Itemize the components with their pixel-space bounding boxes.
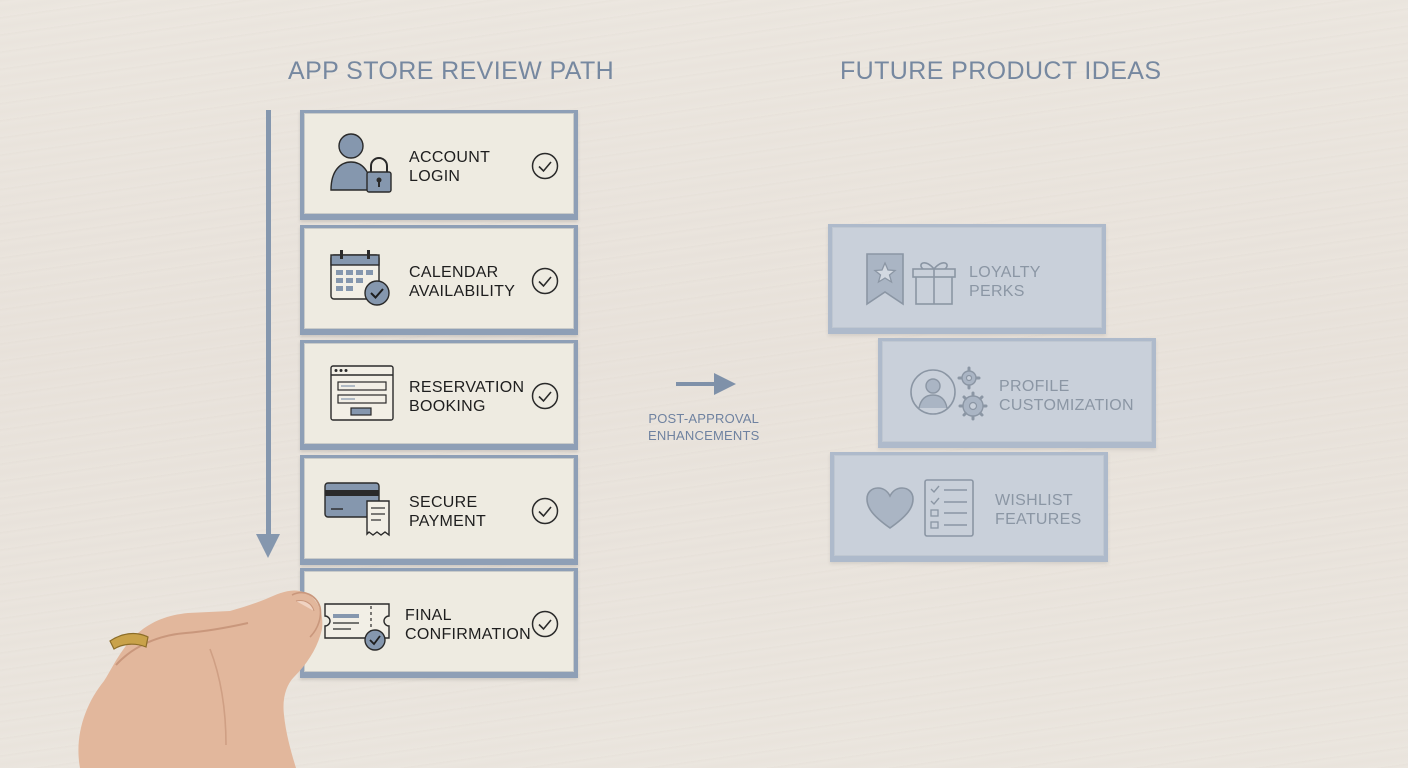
checklist-icon xyxy=(924,479,974,537)
step-label: FINAL CONFIRMATION xyxy=(405,607,531,643)
profile-gears-icon xyxy=(910,366,988,421)
gift-icon xyxy=(912,262,956,305)
credit-card-receipt-icon xyxy=(324,482,390,537)
step-label: CALENDAR AVAILABILITY xyxy=(409,264,516,300)
flow-arrow-line xyxy=(266,110,271,538)
step-card-reservation-booking[interactable]: RESERVATION BOOKING xyxy=(300,340,578,450)
future-ideas-heading: FUTURE PRODUCT IDEAS xyxy=(840,57,1162,85)
idea-card-loyalty-perks[interactable]: LOYALTY PERKS xyxy=(828,224,1106,334)
ribbon-star-icon xyxy=(866,253,904,306)
idea-label: LOYALTY PERKS xyxy=(969,264,1041,300)
check-circle-icon xyxy=(531,610,559,638)
check-circle-icon xyxy=(531,152,559,180)
idea-label: PROFILE CUSTOMIZATION xyxy=(999,378,1134,414)
step-card-secure-payment[interactable]: SECURE PAYMENT xyxy=(300,455,578,565)
arrow-right-icon xyxy=(714,373,736,395)
step-label: SECURE PAYMENT xyxy=(409,494,487,530)
idea-card-wishlist-features[interactable]: WISHLIST FEATURES xyxy=(830,452,1108,562)
step-card-final-confirmation[interactable]: FINAL CONFIRMATION xyxy=(300,568,578,678)
check-circle-icon xyxy=(531,497,559,525)
transition-caption: POST-APPROVAL ENHANCEMENTS xyxy=(648,411,760,443)
check-circle-icon xyxy=(531,267,559,295)
review-path-heading: APP STORE REVIEW PATH xyxy=(288,57,615,85)
hand-illustration xyxy=(78,590,323,768)
heart-icon xyxy=(866,487,914,529)
step-card-account-login[interactable]: ACCOUNT LOGIN xyxy=(300,110,578,220)
flow-arrow-down-icon xyxy=(256,534,280,558)
calendar-check-icon xyxy=(330,250,390,306)
step-label: RESERVATION BOOKING xyxy=(409,379,525,415)
ticket-check-icon xyxy=(324,603,390,651)
check-circle-icon xyxy=(531,382,559,410)
user-lock-icon xyxy=(330,133,392,193)
idea-label: WISHLIST FEATURES xyxy=(995,492,1082,528)
arrow-right-line xyxy=(676,382,718,386)
booking-form-icon xyxy=(330,365,394,421)
step-label: ACCOUNT LOGIN xyxy=(409,149,491,185)
idea-card-profile-customization[interactable]: PROFILE CUSTOMIZATION xyxy=(878,338,1156,448)
step-card-calendar-availability[interactable]: CALENDAR AVAILABILITY xyxy=(300,225,578,335)
